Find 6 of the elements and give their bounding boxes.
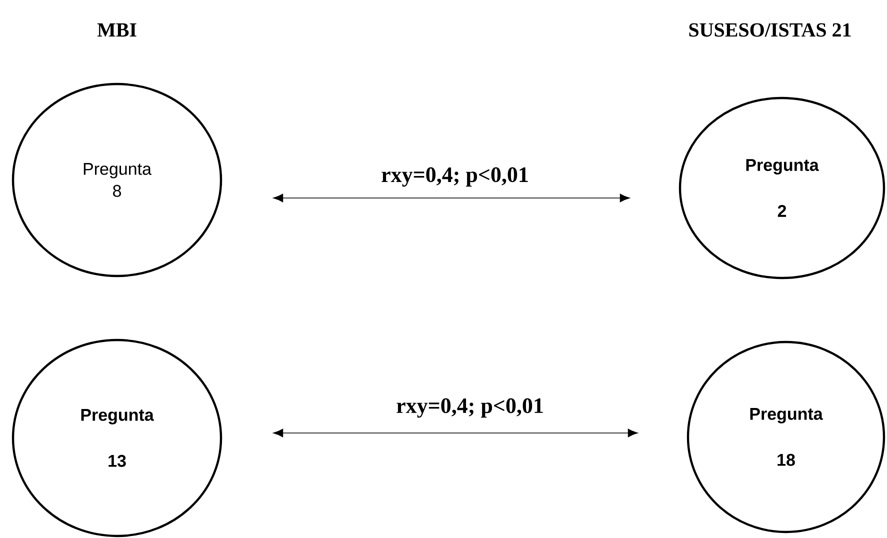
edge-label: rxy=0,4; p<0,01	[382, 167, 528, 187]
column-heading: MBI	[97, 23, 136, 37]
double-arrow	[273, 428, 638, 438]
double-arrow	[273, 194, 630, 202]
edge-label: rxy=0,4; p<0,01	[396, 398, 543, 418]
column-heading: SUSESO/ISTAS 21	[689, 23, 851, 37]
